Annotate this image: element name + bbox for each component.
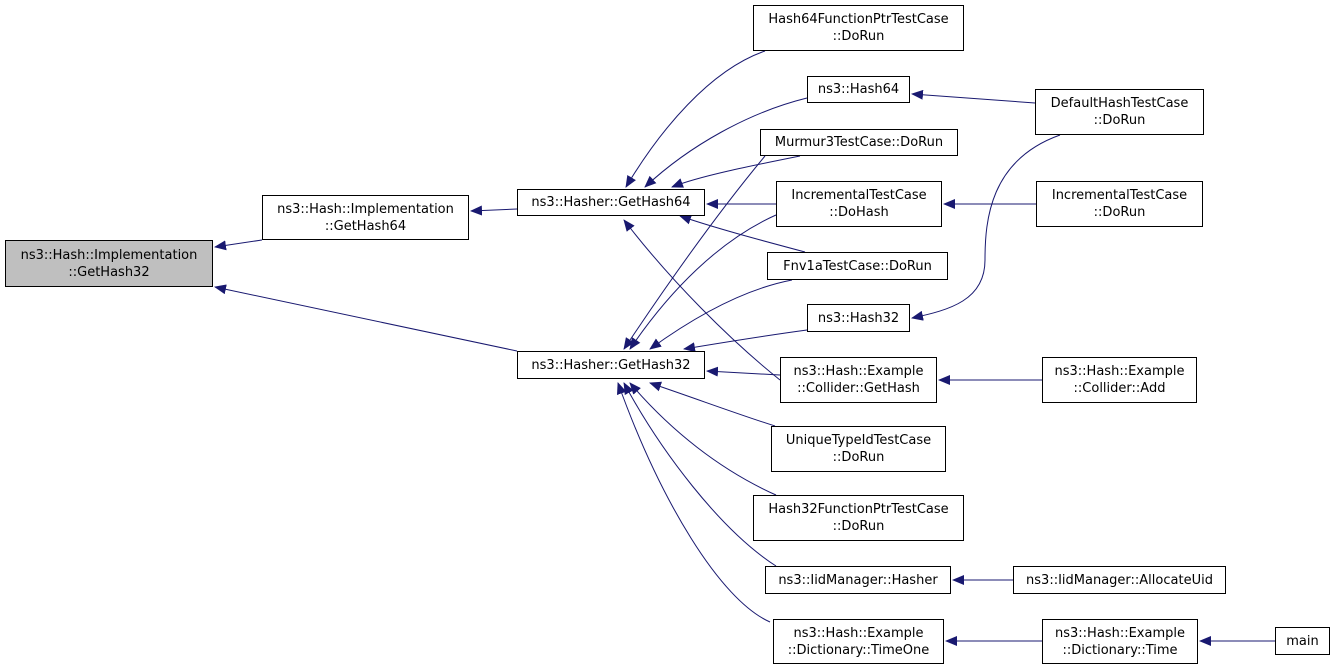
call-edge-collider-to-h64 (623, 219, 781, 381)
node-implementation-gethash64[interactable]: ns3::Hash::Implementation ::GetHash64 (262, 195, 469, 240)
call-edge-h32fptr-to-h32 (629, 382, 777, 496)
node-label-line: ::Collider::GetHash (797, 381, 920, 396)
edge-layer (214, 50, 1275, 646)
node-label-line: ns3::IidManager::AllocateUid (1026, 572, 1213, 588)
node-collider-add[interactable]: ns3::Hash::Example ::Collider::Add (1042, 357, 1197, 403)
node-label-line: ::DoRun (1093, 205, 1146, 220)
node-hasher-gethash64[interactable]: ns3::Hasher::GetHash64 (517, 189, 705, 216)
node-label-line: ns3::Hash::Example (1055, 625, 1185, 641)
node-label-line: ::Dictionary::TimeOne (787, 642, 930, 658)
node-label-line: Murmur3TestCase::DoRun (774, 135, 944, 150)
call-edge-defaultrun-to-nshash64 (911, 89, 1036, 104)
node-label-line: Fnv1aTestCase::DoRun (783, 258, 932, 274)
node-label-line: ::Dictionary::Time (1062, 642, 1178, 658)
node-label-line: ::DoRun (832, 29, 885, 44)
node-label-line: ns3::Hash::Implementation (277, 201, 454, 217)
node-label-line: ns3::Hash32 (817, 310, 900, 326)
node-label-line: ns3::IidManager::Hasher (778, 572, 938, 588)
call-edge-fnv-to-h64 (679, 214, 806, 253)
node-label-line: ns3::Hash::Implementation (20, 247, 198, 263)
call-edge-dicttimeone-to-h32 (617, 382, 771, 623)
node-ns3-hash64[interactable]: ns3::Hash64 (807, 76, 910, 103)
call-edge-collider-to-h32 (706, 366, 781, 377)
node-label-line: main (1286, 633, 1319, 649)
node-main[interactable]: main (1275, 627, 1330, 655)
node-label-line: Hash32FunctionPtrTestCase (768, 502, 949, 517)
node-label-line: ::DoHash (829, 205, 889, 220)
node-hash32-function-ptr-test-case-dorun[interactable]: Hash32FunctionPtrTestCase ::DoRun (753, 495, 964, 541)
call-edge-nshash32-to-h32 (683, 329, 808, 353)
call-edge-unique-to-h32 (649, 381, 776, 427)
call-edge-fnv-to-h32 (649, 279, 793, 350)
call-edge-defaultrun-to-nshash32 (911, 134, 1061, 321)
node-label-line: ns3::Hasher::GetHash64 (531, 195, 691, 210)
node-label-line: UniqueTypeIdTestCase (785, 433, 932, 448)
node-murmur3-test-case-dorun[interactable]: Murmur3TestCase::DoRun (760, 129, 958, 156)
node-collider-gethash[interactable]: ns3::Hash::Example ::Collider::GetHash (780, 357, 937, 403)
node-label-line: ns3::Hash::Example (793, 625, 924, 641)
node-dictionary-timeone[interactable]: ns3::Hash::Example ::Dictionary::TimeOne (773, 619, 944, 664)
node-hasher-gethash32[interactable]: ns3::Hasher::GetHash32 (517, 351, 705, 379)
node-iidmanager-allocateuid[interactable]: ns3::IidManager::AllocateUid (1013, 566, 1226, 594)
node-label-line: IncrementalTestCase (1051, 188, 1188, 203)
node-label-line: IncrementalTestCase (791, 188, 927, 203)
node-ns3-hash32[interactable]: ns3::Hash32 (807, 304, 910, 332)
node-label-line: ns3::Hash::Example (1054, 364, 1185, 379)
node-fnv1a-test-case-dorun[interactable]: Fnv1aTestCase::DoRun (767, 252, 948, 280)
node-incremental-test-case-dorun[interactable]: IncrementalTestCase ::DoRun (1036, 181, 1203, 227)
call-edge-incrhash-to-h32 (629, 214, 777, 350)
node-default-hash-test-case-dorun[interactable]: DefaultHashTestCase ::DoRun (1035, 89, 1204, 135)
call-edge-impl-to-root (214, 239, 263, 251)
node-hash64-function-ptr-test-case-dorun[interactable]: Hash64FunctionPtrTestCase ::DoRun (753, 5, 964, 51)
node-label-line: ns3::Hash::Example (793, 364, 924, 379)
call-edge-murmur-to-h32 (623, 155, 766, 350)
node-label-line: ::DoRun (832, 450, 885, 465)
call-edge-h32-to-root (214, 284, 518, 352)
node-iidmanager-hasher[interactable]: ns3::IidManager::Hasher (765, 566, 951, 594)
node-label-line: Hash64FunctionPtrTestCase (768, 12, 949, 27)
node-root-implementation-gethash32: ns3::Hash::Implementation ::GetHash32 (5, 240, 213, 287)
call-edge-h64-to-impl (470, 205, 518, 216)
node-incremental-test-case-dohash[interactable]: IncrementalTestCase ::DoHash (776, 181, 942, 227)
node-label-line: ns3::Hash64 (817, 82, 900, 97)
node-unique-typeid-test-case-dorun[interactable]: UniqueTypeIdTestCase ::DoRun (771, 426, 946, 472)
node-label-line: ::GetHash64 (324, 218, 407, 234)
call-edge-h64fptr-to-h64 (625, 50, 766, 188)
node-label-line: DefaultHashTestCase (1050, 96, 1189, 111)
node-label-line: ns3::Hasher::GetHash32 (531, 357, 691, 373)
node-dictionary-time[interactable]: ns3::Hash::Example ::Dictionary::Time (1042, 619, 1198, 664)
call-edge-murmur-to-h64 (671, 155, 801, 188)
node-label-line: ::DoRun (832, 519, 885, 534)
node-label-line: ::Collider::Add (1073, 381, 1166, 396)
node-label-line: ::GetHash32 (68, 264, 150, 280)
node-label-line: ::DoRun (1093, 113, 1146, 128)
call-edge-nshash64-to-h64 (644, 97, 808, 188)
call-edge-iidhasher-to-h32 (623, 382, 777, 567)
